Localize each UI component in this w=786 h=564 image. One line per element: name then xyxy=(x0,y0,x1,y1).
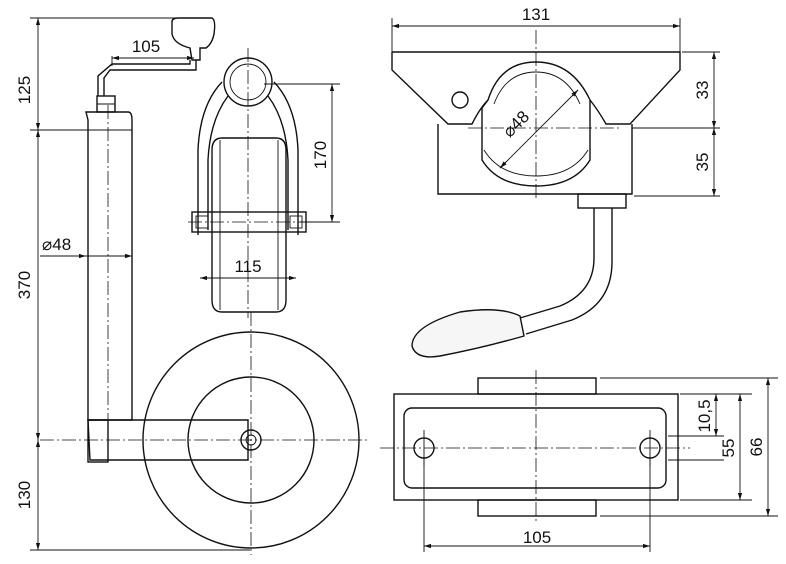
dim-clamp-diameter: ⌀48 xyxy=(499,107,533,141)
dim-35: 35 xyxy=(693,153,712,172)
fork-arm xyxy=(87,419,249,461)
dim-170: 170 xyxy=(311,141,330,169)
dim-130: 130 xyxy=(15,481,34,509)
plate-top-tab xyxy=(477,377,597,395)
front-wheel xyxy=(211,137,287,313)
support-tube xyxy=(85,111,133,421)
front-view xyxy=(188,48,318,318)
crank-handle-knob xyxy=(171,17,216,61)
clamp-screw-base xyxy=(577,193,627,209)
dim-131: 131 xyxy=(522,5,550,24)
dim-hole-105: 105 xyxy=(523,528,551,547)
dim-115: 115 xyxy=(234,257,261,276)
dim-66: 66 xyxy=(747,438,766,457)
dim-125: 125 xyxy=(15,76,34,104)
left-dimensions: 125 370 130 105 ⌀48 xyxy=(15,17,250,551)
dim-10-5: 10,5 xyxy=(695,399,714,432)
clamp-view xyxy=(391,30,681,358)
plate-bottom-tab xyxy=(477,499,597,517)
side-view xyxy=(40,17,370,555)
clamp-lever-grip xyxy=(411,309,525,358)
dim-55: 55 xyxy=(719,439,738,458)
clamp-body xyxy=(437,124,633,195)
plate-dimensions: 105 10,5 55 66 xyxy=(423,377,778,552)
crank-arm xyxy=(97,60,197,96)
dim-tube-diameter: ⌀48 xyxy=(42,235,71,254)
clamp-dimensions: 131 ⌀48 33 35 xyxy=(391,5,720,197)
clamp-lever xyxy=(519,208,613,335)
front-dimensions: 170 115 xyxy=(200,83,340,281)
clamp-hole xyxy=(451,91,469,109)
plate-view xyxy=(380,370,690,524)
fork-body xyxy=(197,81,299,235)
dim-33: 33 xyxy=(693,81,712,100)
dim-370: 370 xyxy=(15,271,34,299)
clamp-ring xyxy=(481,61,591,187)
dim-handle-105: 105 xyxy=(132,37,160,56)
